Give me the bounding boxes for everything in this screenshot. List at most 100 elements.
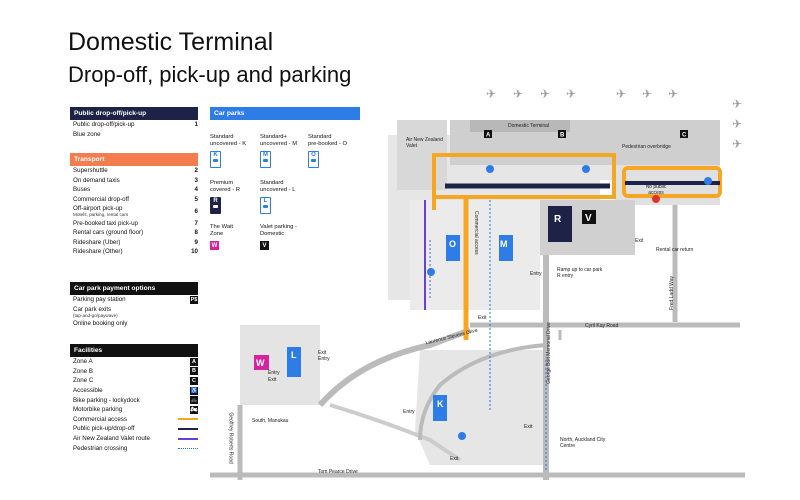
- zone-badge-a: A: [486, 133, 491, 139]
- facilities-row-3: Accessible ♿: [70, 386, 198, 396]
- car-park-l-icon: L: [260, 197, 271, 214]
- car-parks-header: Car parks: [210, 107, 360, 120]
- car-park-v: Valet parking -Domestic: [260, 224, 297, 238]
- transport-row-8-number: 10: [191, 248, 198, 256]
- airplane-icon: ✈: [732, 137, 742, 151]
- map-commercial-access: Commercial access: [473, 211, 479, 255]
- transport-row-4-number: 6: [194, 207, 198, 215]
- facilities-row-1: Zone B B: [70, 367, 198, 377]
- transport-row-7-label: Rideshare (Uber): [73, 238, 121, 246]
- facilities-row-4-label: Bike parking - lockydock: [73, 396, 140, 404]
- transport-row-6-label: Rental cars (ground floor): [73, 229, 144, 237]
- airplane-icon: ✈: [642, 87, 652, 101]
- facilities-row-5-icon: 🏍: [190, 405, 198, 414]
- facilities-row-3-icon: ♿: [190, 386, 198, 395]
- facilities-row-1-icon: B: [190, 367, 198, 376]
- car-park-l-line1: Standard: [260, 180, 284, 186]
- map-exit-w: Exit: [268, 377, 277, 383]
- facilities-row-9: Pedestrian crossing: [70, 443, 198, 453]
- car-park-k-icon: K: [210, 151, 221, 168]
- map-pedestrian-overbridge: Pedestrian overbridge: [622, 144, 671, 150]
- transport-row-1-label: On demand taxis: [73, 176, 120, 184]
- transport-row-3-label: Commercial drop-off: [73, 196, 129, 204]
- zone-badge-bg: [484, 130, 492, 138]
- zone-badge-bg: [558, 130, 566, 138]
- facilities-row-2-label: Zone C: [73, 377, 94, 385]
- airplane-icon: ✈: [513, 87, 523, 101]
- car-park-o-icon: O: [308, 151, 319, 168]
- road-tom-pearce: Tom Pearce Drive: [318, 469, 358, 475]
- legend-transport-header: Transport: [70, 153, 198, 166]
- legend-payment: Car park payment options Parking pay sta…: [70, 282, 198, 328]
- facilities-row-3-label: Accessible: [73, 387, 103, 395]
- facilities-row-6-label: Commercial access: [73, 415, 127, 423]
- airplane-icon: ✈: [566, 87, 576, 101]
- map-exit-m: Exit: [478, 315, 487, 321]
- facilities-row-9-label: Pedestrian crossing: [73, 444, 128, 452]
- map-exit-l: Exit: [318, 350, 327, 356]
- facilities-row-1-label: Zone B: [73, 367, 93, 375]
- road-george-bolt: George Bolt Memorial Drive: [545, 322, 552, 384]
- transport-row-0-label: Supershuttle: [73, 167, 108, 175]
- map-no-public-access: No public access: [645, 184, 667, 196]
- car-park-m-icon: M: [260, 151, 271, 168]
- map-exit-south: Exit: [524, 424, 533, 430]
- transport-row-4-note: Motels, parking, rental cars: [73, 212, 129, 218]
- zone-badge-bg: [680, 130, 688, 138]
- svg-text:K: K: [437, 399, 444, 409]
- legend-facilities-header: Facilities: [70, 344, 198, 357]
- facilities-row-7: Public pick-up/drop-off: [70, 424, 198, 434]
- transport-row-6: Rental cars (ground floor)8: [70, 228, 198, 238]
- car-park-r-line1: Premium: [210, 180, 234, 186]
- payment-row-1-note: (tap-and-go/paywave): [73, 312, 118, 318]
- transport-row-5: Pre-booked taxi pick-up 7: [70, 218, 198, 228]
- facilities-row-5-label: Motorbike parking: [73, 406, 123, 414]
- map-exit-k: Exit: [450, 456, 459, 462]
- transport-row-5-number: 7: [194, 219, 198, 227]
- car-park-r-line2: covered - R: [210, 187, 240, 193]
- page-title: Domestic Terminal: [68, 28, 274, 56]
- map-entry-k: Entry: [403, 409, 415, 415]
- transport-row-2-label: Buses: [73, 186, 91, 194]
- transport-row-8-label: Rideshare (Other): [73, 248, 123, 256]
- car-park-m: Standard+uncovered - M: [260, 134, 297, 148]
- car-park-l-line2: uncovered - L: [260, 187, 296, 193]
- payment-row-2: Online booking only: [70, 319, 198, 329]
- legend-dropoff: Public drop-off/pick-up Public drop-off/…: [70, 107, 198, 139]
- svg-text:M: M: [500, 239, 508, 249]
- facilities-row-5: Motorbike parking 🏍: [70, 405, 198, 415]
- road-geoffrey-roberts: Geoffrey Roberts Road: [227, 412, 234, 464]
- dropoff-row-1-label: Blue zone: [73, 130, 101, 138]
- car-park-o-line1: Standard: [308, 134, 332, 140]
- transport-row-0-number: 2: [194, 167, 198, 175]
- car-park-v-icon: V: [260, 241, 269, 250]
- car-park-w-icon: W: [210, 241, 219, 250]
- dropoff-row-0: Public drop-off/pick-up 1: [70, 120, 198, 130]
- map-entry-l: Entry: [318, 356, 330, 362]
- dropoff-row-0-number: 1: [194, 121, 198, 129]
- legend-payment-header: Car park payment options: [70, 282, 198, 295]
- facilities-row-4-icon: 🚲: [190, 396, 198, 405]
- legend-dropoff-header: Public drop-off/pick-up: [70, 107, 198, 120]
- transport-row-5-label: Pre-booked taxi pick-up: [73, 219, 139, 227]
- facilities-row-2-icon: C: [190, 376, 198, 385]
- road-fred-ladd: Fred Ladd Way: [669, 276, 675, 310]
- dropoff-row-0-label: Public drop-off/pick-up: [73, 121, 135, 129]
- airplane-icon: ✈: [732, 117, 742, 131]
- facilities-row-0-label: Zone A: [73, 358, 93, 366]
- transport-row-7-number: 9: [194, 238, 198, 246]
- car-park-r-icon: R: [210, 197, 221, 214]
- airplane-icon: ✈: [668, 87, 678, 101]
- road-cyril-kay: Cyril Kay Road: [585, 323, 619, 329]
